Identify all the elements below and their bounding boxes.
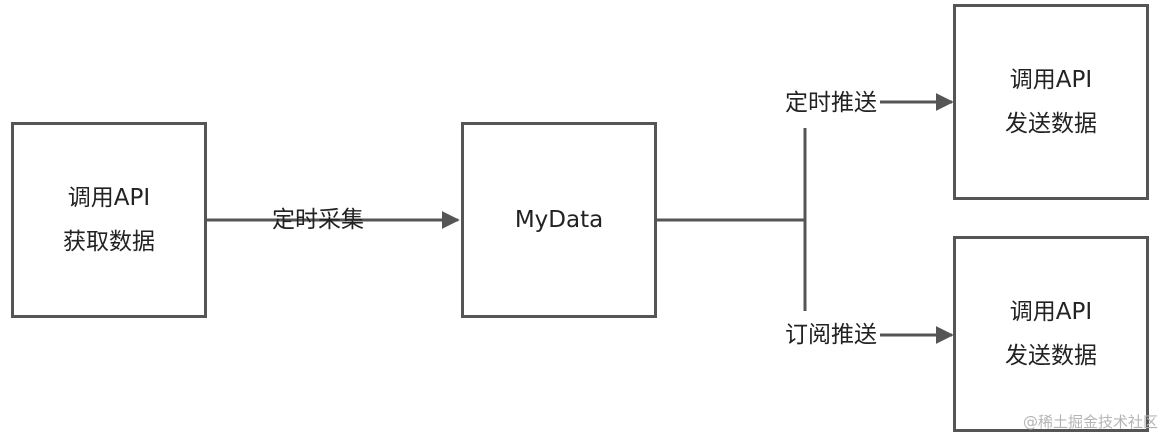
watermark-text: @稀土掘金技术社区 (1022, 413, 1158, 431)
node-hub: MyData (461, 122, 657, 318)
edge-label-scheduled-push: 定时推送 (785, 90, 877, 116)
node-target-top-line2: 发送数据 (1005, 111, 1097, 137)
node-source-line2: 获取数据 (63, 229, 155, 255)
node-source-line1: 调用API (67, 185, 151, 211)
edge-label-collect: 定时采集 (272, 207, 364, 233)
node-target-top: 调用API 发送数据 (953, 4, 1149, 200)
edge-label-subscription-push: 订阅推送 (785, 322, 877, 348)
node-target-bottom-line2: 发送数据 (1005, 343, 1097, 369)
node-target-bottom-line1: 调用API (1009, 299, 1093, 325)
node-source: 调用API 获取数据 (11, 122, 207, 318)
node-target-top-line1: 调用API (1009, 67, 1093, 93)
node-target-bottom: 调用API 发送数据 (953, 236, 1149, 432)
node-hub-label: MyData (514, 207, 604, 233)
